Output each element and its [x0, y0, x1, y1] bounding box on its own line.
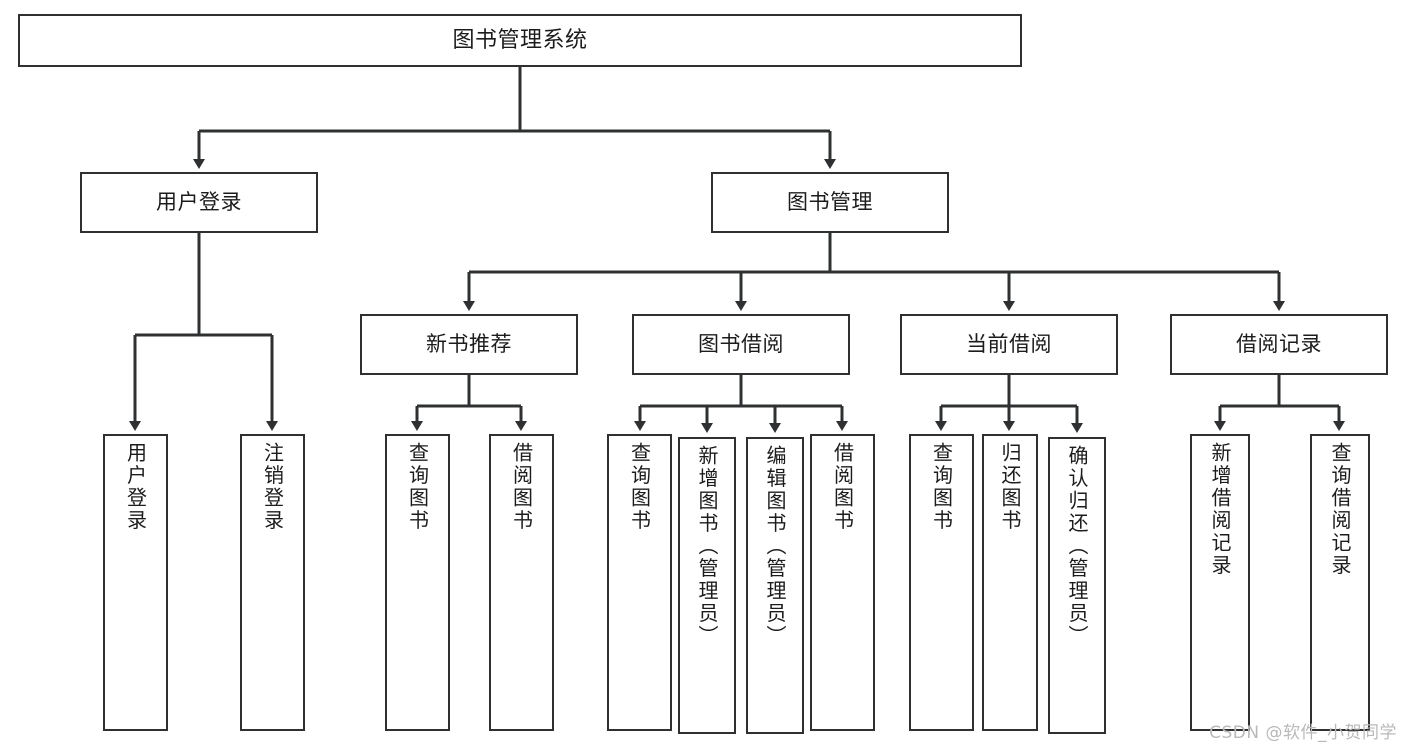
- leaf-add-book-label: 新增图书（管理员）: [695, 445, 719, 648]
- leaf-query-book-2-label: 查询图书: [627, 442, 652, 532]
- watermark: CSDN @软件_小贺同学: [1209, 723, 1397, 743]
- node-user-login[interactable]: 用户登录: [80, 172, 318, 233]
- leaf-query-book-1[interactable]: 查询图书: [385, 434, 450, 731]
- leaf-query-book-3[interactable]: 查询图书: [909, 434, 974, 731]
- node-borrow-record-label: 借阅记录: [1236, 332, 1322, 357]
- leaf-edit-book-label: 编辑图书（管理员）: [763, 445, 787, 648]
- leaf-edit-book[interactable]: 编辑图书（管理员）: [746, 437, 804, 734]
- leaf-user-login[interactable]: 用户登录: [103, 434, 168, 731]
- node-root[interactable]: 图书管理系统: [18, 14, 1022, 67]
- leaf-query-record-label: 查询借阅记录: [1328, 442, 1352, 577]
- node-user-login-label: 用户登录: [156, 190, 242, 215]
- leaf-add-book[interactable]: 新增图书（管理员）: [678, 437, 736, 734]
- leaf-query-book-1-label: 查询图书: [405, 442, 430, 532]
- node-book-borrow-label: 图书借阅: [698, 332, 784, 357]
- leaf-borrow-book-2-label: 借阅图书: [830, 442, 855, 532]
- node-book-manage[interactable]: 图书管理: [711, 172, 949, 233]
- node-current-borrow-label: 当前借阅: [966, 332, 1052, 357]
- leaf-confirm-return-label: 确认归还（管理员）: [1065, 445, 1089, 648]
- node-book-borrow[interactable]: 图书借阅: [632, 314, 850, 375]
- leaf-return-book[interactable]: 归还图书: [982, 434, 1038, 731]
- leaf-logout-login-label: 注销登录: [260, 442, 285, 532]
- leaf-user-login-label: 用户登录: [123, 442, 148, 532]
- leaf-query-book-2[interactable]: 查询图书: [607, 434, 672, 731]
- node-new-book-recommend[interactable]: 新书推荐: [360, 314, 578, 375]
- leaf-borrow-book-1-label: 借阅图书: [509, 442, 534, 532]
- leaf-confirm-return[interactable]: 确认归还（管理员）: [1048, 437, 1106, 734]
- node-borrow-record[interactable]: 借阅记录: [1170, 314, 1388, 375]
- node-new-book-recommend-label: 新书推荐: [426, 332, 512, 357]
- leaf-return-book-label: 归还图书: [998, 442, 1022, 532]
- leaf-borrow-book-2[interactable]: 借阅图书: [810, 434, 875, 731]
- node-current-borrow[interactable]: 当前借阅: [900, 314, 1118, 375]
- node-book-manage-label: 图书管理: [787, 190, 873, 215]
- leaf-add-record[interactable]: 新增借阅记录: [1190, 434, 1250, 731]
- leaf-query-record[interactable]: 查询借阅记录: [1310, 434, 1370, 731]
- leaf-add-record-label: 新增借阅记录: [1208, 442, 1232, 577]
- leaf-borrow-book-1[interactable]: 借阅图书: [489, 434, 554, 731]
- node-root-label: 图书管理系统: [452, 27, 588, 53]
- leaf-logout-login[interactable]: 注销登录: [240, 434, 305, 731]
- leaf-query-book-3-label: 查询图书: [929, 442, 954, 532]
